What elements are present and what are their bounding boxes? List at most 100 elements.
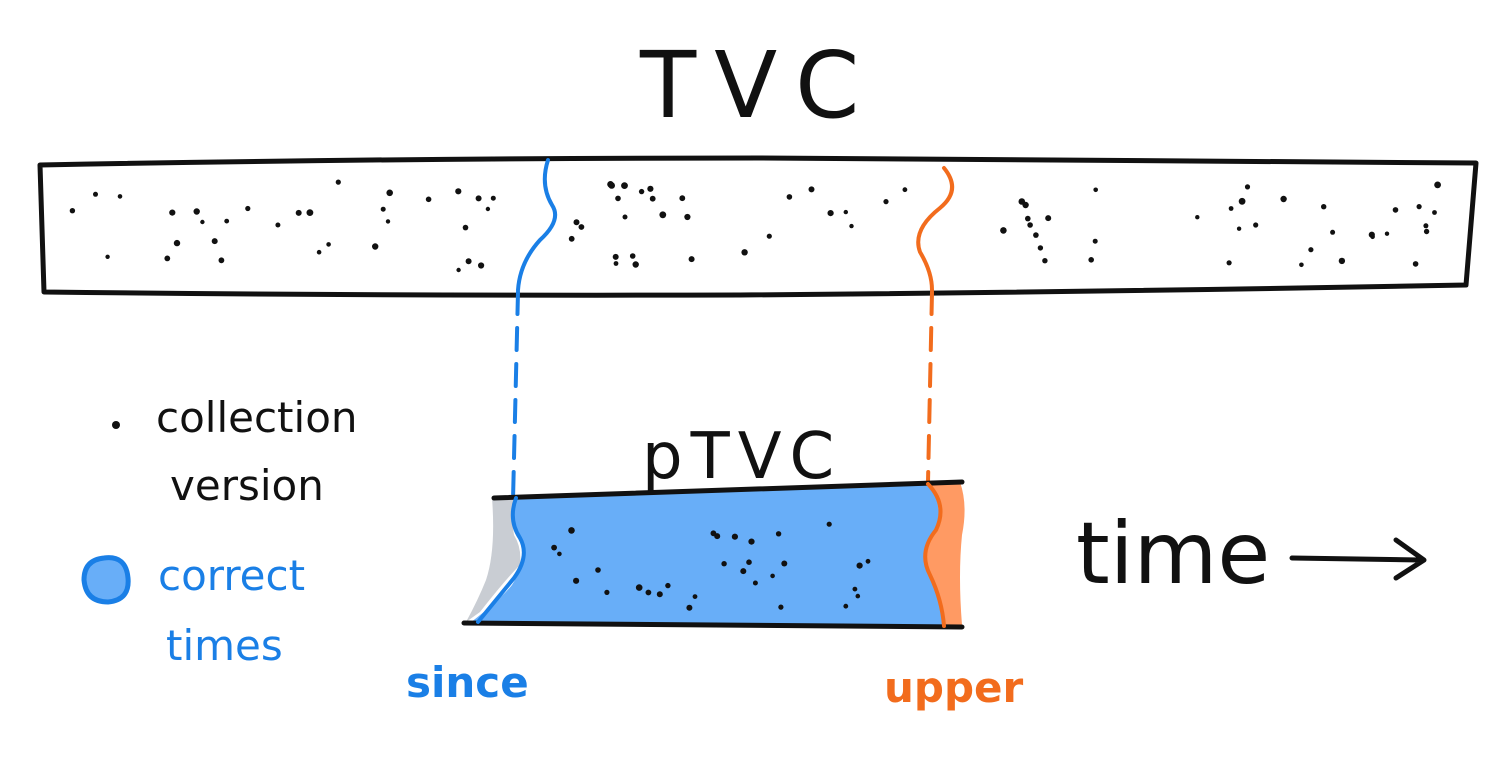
collection-version-dot: [775, 531, 782, 537]
legend-blob-label-line1: correct: [158, 551, 305, 600]
tvc-bar: [37, 155, 1479, 298]
collection-version-dot: [1432, 210, 1437, 215]
collection-version-dot: [604, 589, 610, 596]
collection-version-dot: [615, 195, 621, 202]
ptvc-top-edge: [491, 479, 965, 501]
collection-version-dot: [649, 195, 656, 202]
collection-version-dot: [746, 559, 752, 565]
ptvc-collection-dots: [551, 521, 871, 611]
collection-version-dot: [665, 582, 671, 589]
collection-version-dot: [573, 219, 580, 226]
collection-version-dot: [843, 603, 849, 609]
collection-version-dot: [218, 257, 225, 264]
collection-version-dot: [1088, 257, 1094, 263]
collection-version-dot: [647, 185, 654, 192]
collection-version-dot: [224, 218, 230, 224]
ptvc-bottom-edge: [461, 620, 965, 630]
collection-version-dot: [635, 584, 643, 591]
collection-version-dot: [211, 238, 218, 245]
collection-version-dot: [385, 219, 391, 224]
collection-version-dot: [1238, 197, 1246, 205]
collection-version-dot: [485, 206, 491, 212]
collection-version-dot: [1338, 257, 1346, 265]
collection-version-dot: [770, 573, 775, 579]
collection-version-dot: [1308, 247, 1314, 253]
legend-dot-label-line1: collection: [156, 393, 358, 442]
collection-version-dot: [778, 604, 784, 610]
collection-version-dot: [1299, 262, 1304, 268]
collection-version-dot: [1423, 223, 1429, 229]
collection-version-dot: [1280, 195, 1287, 203]
collection-version-dot: [748, 538, 755, 545]
tvc-collection-dots: [69, 179, 1441, 273]
collection-version-dot: [1027, 222, 1033, 228]
collection-version-dot: [169, 209, 176, 216]
collection-version-dot: [629, 253, 636, 259]
time-arrow: [1289, 537, 1427, 581]
upper-label: upper: [884, 663, 1024, 712]
legend-dot-marker: [112, 421, 120, 429]
collection-version-dot: [1412, 261, 1419, 267]
collection-version-dot: [1226, 260, 1232, 266]
collection-version-dot: [632, 261, 639, 268]
collection-version-dot: [1392, 207, 1399, 213]
ptvc-title: pTVC: [642, 420, 842, 494]
collection-version-dot: [295, 209, 302, 216]
collection-version-dot: [741, 249, 748, 256]
collection-version-dot: [1434, 181, 1441, 189]
collection-version-dot: [1037, 245, 1044, 251]
collection-version-dot: [557, 551, 562, 557]
collection-version-dot: [710, 530, 717, 537]
collection-version-dot: [721, 561, 727, 567]
collection-version-dot: [1092, 238, 1098, 244]
collection-version-dot: [1236, 226, 1242, 231]
collection-version-dot: [621, 182, 628, 190]
collection-version-dot: [766, 233, 772, 239]
since-dashed-connector: [511, 290, 520, 502]
ptvc-grey-region: [466, 497, 521, 622]
collection-version-dot: [1384, 231, 1390, 236]
collection-version-dot: [1022, 201, 1029, 209]
collection-version-dot: [578, 224, 585, 230]
upper-line-top: [916, 166, 954, 292]
collection-version-dot: [883, 199, 889, 205]
collection-version-dot: [645, 589, 652, 596]
collection-version-dot: [386, 189, 394, 197]
collection-version-dot: [245, 205, 251, 212]
upper-line-bottom: [923, 482, 946, 628]
collection-version-dot: [1195, 215, 1200, 220]
collection-version-dot: [1423, 228, 1430, 235]
collection-version-dot: [827, 210, 834, 217]
collection-version-dot: [173, 239, 181, 247]
collection-version-dot: [688, 256, 695, 263]
collection-version-dot: [752, 580, 758, 586]
collection-version-dot: [826, 521, 832, 527]
collection-version-dot: [679, 195, 686, 202]
collection-version-dot: [1253, 222, 1259, 228]
collection-version-dot: [852, 586, 858, 592]
collection-version-dot: [843, 209, 848, 215]
collection-version-dot: [69, 208, 76, 214]
collection-version-dot: [612, 253, 619, 260]
collection-version-dot: [1321, 204, 1327, 210]
collection-version-dot: [568, 527, 575, 534]
collection-version-dot: [455, 188, 462, 195]
upper-dashed-connector: [926, 290, 934, 484]
collection-version-dot: [808, 186, 815, 193]
collection-version-dot: [326, 242, 331, 247]
collection-version-dot: [686, 604, 693, 611]
collection-version-dot: [865, 558, 871, 564]
collection-version-dot: [622, 214, 628, 220]
legend-blob-marker: [81, 555, 131, 605]
collection-version-dot: [573, 577, 580, 584]
collection-version-dot: [1244, 184, 1251, 190]
collection-version-dot: [1370, 234, 1375, 240]
ptvc-correct-times-region: [470, 483, 944, 625]
time-axis-label: time: [1076, 504, 1270, 604]
collection-version-dot: [275, 222, 281, 228]
collection-version-dot: [1000, 227, 1007, 234]
collection-version-dot: [902, 187, 908, 193]
collection-version-dot: [456, 267, 461, 273]
collection-version-dot: [306, 209, 314, 217]
